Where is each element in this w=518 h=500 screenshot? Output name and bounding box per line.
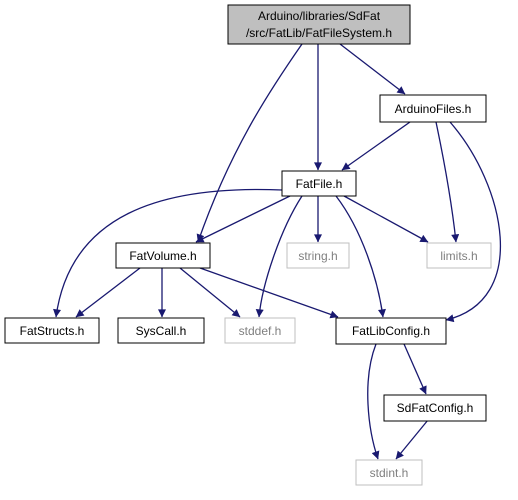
edge-fatvolume-stddef [179,267,241,318]
node-fatfile[interactable]: FatFile.h [281,170,357,197]
edge-root-fatvolume [196,43,303,243]
edge-arduinofiles-fatfile [341,121,411,171]
node-string-h[interactable]: string.h [286,242,350,269]
node-syscall[interactable]: SysCall.h [117,317,205,344]
node-stddef-h[interactable]: stddef.h [224,317,296,344]
node-stdint-h[interactable]: stdint.h [355,459,423,486]
node-fatstructs-label: FatStructs.h [20,324,85,338]
node-stdint-h-label: stdint.h [370,466,409,480]
node-stddef-h-label: stddef.h [239,324,282,338]
edge-arduinofiles-limits [435,121,460,243]
node-syscall-label: SysCall.h [136,324,187,338]
node-sdfatconfig[interactable]: SdFatConfig.h [383,394,487,422]
node-root-line-1: Arduino/libraries/SdFat [258,9,381,23]
edges-group [53,43,502,460]
node-root[interactable]: Arduino/libraries/SdFat /src/FatLib/FatF… [227,4,411,45]
edge-fatvolume-fatstructs [75,267,141,318]
edge-fatlibconfig-sdfatconfig [403,343,427,395]
edge-root-arduinofiles [339,43,406,95]
node-fatlibconfig-label: FatLibConfig.h [352,324,430,338]
node-fatlibconfig[interactable]: FatLibConfig.h [335,317,447,345]
edge-fatfile-stddef [255,195,303,318]
edge-fatvolume-fatlibconfig [199,267,339,319]
node-fatvolume[interactable]: FatVolume.h [115,242,211,269]
edge-fatfile-fatvolume [195,195,291,243]
node-limits-h[interactable]: limits.h [426,242,492,269]
node-limits-h-label: limits.h [440,249,477,263]
nodes-group: Arduino/libraries/SdFat /src/FatLib/FatF… [4,4,492,486]
node-arduinofiles-label: ArduinoFiles.h [395,102,472,116]
node-fatfile-label: FatFile.h [296,177,343,191]
node-fatstructs[interactable]: FatStructs.h [4,317,100,344]
node-sdfatconfig-label: SdFatConfig.h [397,401,474,415]
node-string-h-label: string.h [298,249,337,263]
edge-fatfile-fatstructs [53,188,283,318]
node-fatvolume-label: FatVolume.h [129,249,196,263]
edge-fatfile-fatlibconfig [335,195,386,318]
edge-fatlibconfig-stdint [367,343,380,460]
node-arduinofiles[interactable]: ArduinoFiles.h [379,94,487,123]
edge-arduinofiles-fatlibconfig [445,121,502,323]
edge-fatfile-limits [343,195,429,243]
node-root-line-2: /src/FatLib/FatFileSystem.h [246,26,392,40]
edge-sdfatconfig-stdint [395,419,429,460]
